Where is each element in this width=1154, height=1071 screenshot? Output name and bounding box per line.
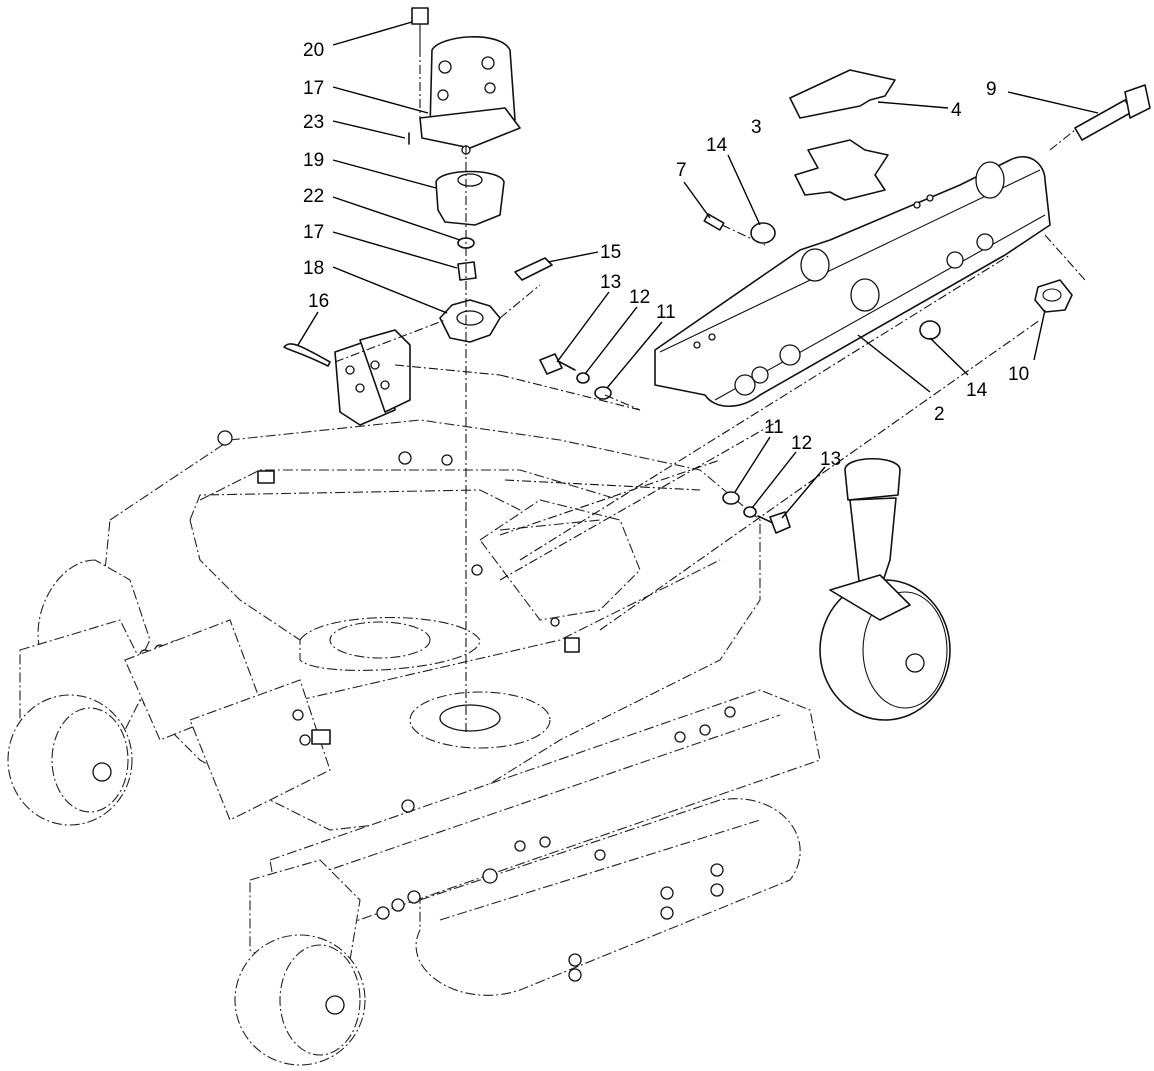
retaining-ring-14a — [750, 222, 776, 244]
leader-lines — [297, 21, 1099, 519]
callout-22: 22 — [303, 186, 324, 207]
callout-12a: 12 — [629, 287, 650, 308]
callout-15: 15 — [600, 242, 621, 263]
callout-19: 19 — [303, 150, 324, 171]
callout-3: 3 — [751, 117, 762, 138]
pivot-arm-part-2 — [654, 155, 1051, 407]
callout-10: 10 — [1008, 364, 1029, 385]
callout-14b: 14 — [966, 380, 988, 401]
callout-16: 16 — [308, 291, 329, 312]
callout-9: 9 — [986, 79, 997, 100]
callout-2: 2 — [934, 404, 945, 425]
mount-bracket — [334, 329, 411, 426]
callout-7: 7 — [676, 160, 687, 181]
callout-11a: 11 — [656, 302, 676, 323]
motor-stack — [283, 7, 553, 367]
callout-17a: 17 — [303, 78, 324, 99]
callout-labels: 20 17 23 19 22 17 18 16 15 13 12 11 7 14… — [303, 40, 1029, 470]
hardware-set-lower — [722, 491, 791, 534]
callout-13b: 13 — [820, 449, 841, 470]
nut-part-10 — [1034, 279, 1073, 313]
hardware-set-upper — [539, 353, 612, 400]
bolt-part-9 — [1074, 84, 1151, 141]
callout-11b: 11 — [764, 417, 784, 438]
centerlines — [334, 48, 1086, 735]
plate-part-4 — [789, 69, 896, 119]
plate-part-3 — [794, 139, 889, 201]
callout-20: 20 — [303, 40, 324, 61]
retaining-ring-14b — [919, 320, 941, 340]
callout-23: 23 — [303, 112, 324, 133]
callout-18: 18 — [303, 258, 324, 279]
callout-12b: 12 — [791, 433, 812, 454]
pin-part-7 — [703, 213, 725, 231]
callout-17b: 17 — [303, 222, 324, 243]
mower-deck — [7, 419, 951, 1066]
callout-14a: 14 — [706, 135, 728, 156]
callout-4: 4 — [951, 100, 962, 121]
callout-13a: 13 — [600, 272, 621, 293]
